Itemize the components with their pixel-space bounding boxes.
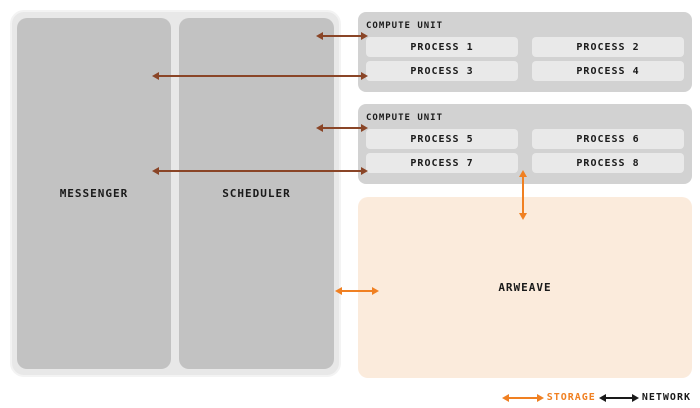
process-8: PROCESS 8 bbox=[532, 153, 684, 173]
legend-network-label: NETWORK bbox=[641, 392, 691, 403]
arrow-messenger-computeunit1 bbox=[152, 72, 368, 80]
process-6-label: PROCESS 6 bbox=[576, 133, 640, 145]
process-3: PROCESS 3 bbox=[366, 61, 518, 81]
compute-unit-1-label: COMPUTE UNIT bbox=[366, 21, 444, 31]
legend: STORAGE NETWORK bbox=[501, 392, 691, 403]
process-7-label: PROCESS 7 bbox=[410, 157, 474, 169]
process-7: PROCESS 7 bbox=[366, 153, 518, 173]
network-arrow-icon bbox=[598, 393, 639, 402]
process-5-label: PROCESS 5 bbox=[410, 133, 474, 145]
storage-arrow-panel-arweave bbox=[335, 287, 379, 295]
process-1-label: PROCESS 1 bbox=[410, 41, 474, 53]
storage-arrow-icon bbox=[501, 393, 544, 402]
compute-unit-2-process-grid: PROCESS 5 PROCESS 6 PROCESS 7 PROCESS 8 bbox=[366, 129, 684, 173]
process-3-label: PROCESS 3 bbox=[410, 65, 474, 77]
scheduler-label: SCHEDULER bbox=[222, 187, 291, 200]
compute-unit-1: COMPUTE UNIT PROCESS 1 PROCESS 2 PROCESS… bbox=[358, 12, 692, 92]
process-4: PROCESS 4 bbox=[532, 61, 684, 81]
scheduler-unit: SCHEDULER bbox=[179, 18, 334, 369]
arrow-scheduler-computeunit2 bbox=[316, 124, 368, 132]
messenger-label: MESSENGER bbox=[59, 187, 129, 200]
compute-unit-1-process-grid: PROCESS 1 PROCESS 2 PROCESS 3 PROCESS 4 bbox=[366, 37, 684, 81]
messenger-unit: MESSENGER bbox=[17, 18, 171, 369]
arweave-unit: ARWEAVE bbox=[358, 197, 692, 378]
compute-unit-2-label: COMPUTE UNIT bbox=[366, 113, 444, 123]
process-4-label: PROCESS 4 bbox=[576, 65, 640, 77]
process-6: PROCESS 6 bbox=[532, 129, 684, 149]
legend-storage-label: STORAGE bbox=[546, 392, 596, 403]
arrow-messenger-computeunit2 bbox=[152, 167, 368, 175]
process-5: PROCESS 5 bbox=[366, 129, 518, 149]
process-2: PROCESS 2 bbox=[532, 37, 684, 57]
process-8-label: PROCESS 8 bbox=[576, 157, 640, 169]
arweave-label: ARWEAVE bbox=[498, 281, 552, 294]
process-2-label: PROCESS 2 bbox=[576, 41, 640, 53]
storage-arrow-computeunit2-arweave bbox=[519, 170, 527, 220]
process-1: PROCESS 1 bbox=[366, 37, 518, 57]
arrow-scheduler-computeunit1 bbox=[316, 32, 368, 40]
